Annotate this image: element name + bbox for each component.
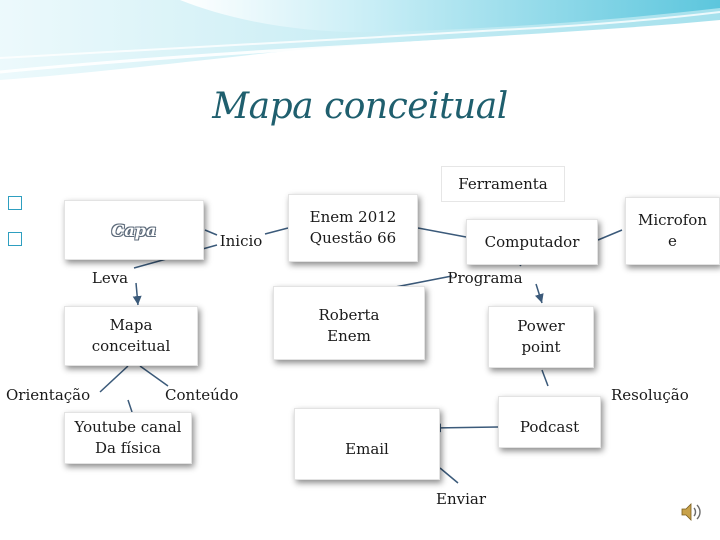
node-orientacao: Orientação xyxy=(6,386,91,404)
node-computador[interactable]: Computador xyxy=(466,219,598,265)
node-microfone-line-1: Microfon xyxy=(637,211,707,229)
node-mapa-line-2: conceitual xyxy=(91,337,171,355)
node-youtube-line-2: Da física xyxy=(95,439,161,457)
node-podcast[interactable]: Podcast xyxy=(498,396,601,448)
node-microfone-line-2: e xyxy=(668,232,677,250)
bullet-marker-2 xyxy=(8,232,22,246)
node-roberta-line-1: Roberta xyxy=(318,306,380,324)
node-podcast-label: Podcast xyxy=(519,418,580,436)
speaker-icon[interactable] xyxy=(680,502,704,522)
link-podcast-email xyxy=(431,423,499,433)
node-microfone[interactable]: Microfon e xyxy=(625,197,720,265)
node-mapa-conceitual[interactable]: Mapa conceitual xyxy=(64,306,198,366)
node-youtube[interactable]: Youtube canal Da física xyxy=(64,412,192,464)
node-enviar: Enviar xyxy=(436,490,486,508)
node-power-line-2: point xyxy=(521,338,561,356)
link-capa-inicio xyxy=(204,229,218,236)
link-computador-microfone xyxy=(597,229,623,241)
node-ferramenta[interactable]: Ferramenta xyxy=(441,166,565,202)
node-resolucao: Resolução xyxy=(611,386,689,404)
node-enem-line-1: Enem 2012 xyxy=(309,208,397,226)
node-email-label: Email xyxy=(345,440,389,458)
node-conteudo: Conteúdo xyxy=(165,386,239,404)
link-enem-computador xyxy=(417,227,467,238)
node-mapa-line-1: Mapa xyxy=(109,316,153,334)
node-ferramenta-label: Ferramenta xyxy=(458,174,548,193)
link-mapa-orientacao xyxy=(99,365,129,393)
node-power-point[interactable]: Power point xyxy=(488,306,594,368)
node-inicio: Inicio xyxy=(219,232,263,250)
link-power-resolucao xyxy=(541,369,549,387)
bullet-marker-1 xyxy=(8,196,22,210)
node-power-line-1: Power xyxy=(517,317,565,335)
node-computador-label: Computador xyxy=(484,232,580,251)
link-programa-power xyxy=(534,283,544,304)
node-youtube-line-1: Youtube canal xyxy=(74,418,182,436)
node-capa-label: Capa xyxy=(111,220,157,240)
link-email-enviar xyxy=(439,467,459,484)
link-orientacao-youtube xyxy=(127,399,133,413)
node-enem-line-2: Questão 66 xyxy=(309,229,397,247)
link-inicio-enem xyxy=(264,227,289,235)
node-programa: Programa xyxy=(447,269,523,287)
node-capa[interactable]: Capa xyxy=(64,200,204,260)
node-email[interactable]: Email xyxy=(294,408,440,480)
header-banner xyxy=(0,0,720,80)
link-mapa-conteudo xyxy=(139,365,169,387)
node-roberta-line-2: Enem xyxy=(327,327,371,345)
page-title: Mapa conceitual xyxy=(212,86,508,127)
node-roberta[interactable]: Roberta Enem xyxy=(273,286,425,360)
node-enem[interactable]: Enem 2012 Questão 66 xyxy=(288,194,418,262)
node-leva: Leva xyxy=(91,269,129,287)
link-leva-mapa xyxy=(132,282,142,306)
